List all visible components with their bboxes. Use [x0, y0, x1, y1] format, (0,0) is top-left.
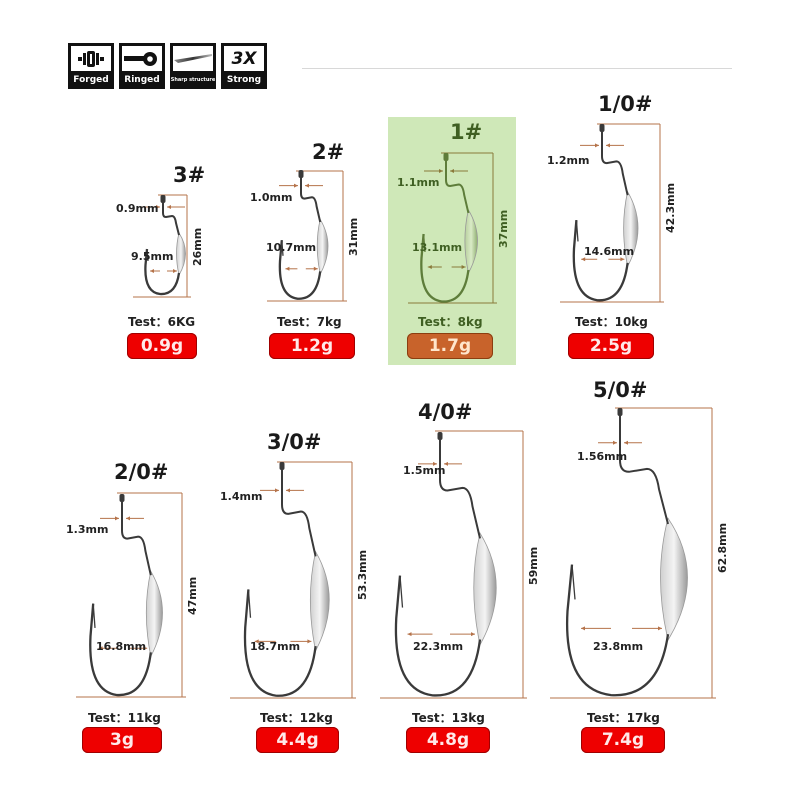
test-strength-label: Test：6KG: [128, 315, 196, 329]
dimension-lines: [380, 430, 527, 699]
badge-sharp-structure: Sharp structure: [170, 43, 216, 89]
test-strength-label: Test：8kg: [418, 315, 483, 329]
test-strength-label: Test：11kg: [88, 711, 161, 725]
gap-width-label: 23.8mm: [593, 640, 644, 653]
gap-width-label: 22.3mm: [413, 640, 464, 653]
weight-badge: 4.4g: [256, 727, 339, 753]
badge-label: Forged: [73, 75, 109, 85]
badge-ringed: Ringed: [119, 43, 165, 89]
forged-icon: [78, 50, 104, 67]
wire-diameter-label: 1.5mm: [403, 464, 446, 477]
gap-width-label: 18.7mm: [250, 640, 301, 653]
feature-badges: Forged Ringed Sharp structure 3X Strong: [68, 43, 267, 89]
weight-body: [660, 517, 688, 642]
gap-width-label: 16.8mm: [96, 640, 147, 653]
wire-diameter-label: 1.2mm: [547, 154, 590, 167]
weight-badge: 4.8g: [406, 727, 490, 753]
ringed-icon: [124, 51, 157, 66]
wire-diameter-label: 1.56mm: [577, 450, 628, 463]
hook-size-label: 4/0#: [418, 400, 473, 424]
weight-badge: 2.5g: [568, 333, 654, 359]
badge-label: Sharp structure: [170, 77, 216, 83]
hook-size-label: 2#: [312, 140, 345, 164]
hook-size-label: 2/0#: [114, 460, 169, 484]
dimension-lines: [267, 170, 347, 302]
hook-size-label: 3#: [173, 163, 206, 187]
hook-size-label: 1/0#: [598, 92, 653, 116]
dimension-lines: [560, 123, 664, 303]
gap-width-label: 10.7mm: [266, 241, 317, 254]
dimension-lines: [408, 152, 497, 304]
test-strength-label: Test：7kg: [277, 315, 342, 329]
wire-diameter-label: 1.0mm: [250, 191, 293, 204]
badge-label: Ringed: [124, 75, 160, 85]
badge-forged: Forged: [68, 43, 114, 89]
gap-width-label: 9.5mm: [131, 250, 174, 263]
strong-3x-icon: 3X: [231, 48, 257, 69]
highlight-panel: [388, 117, 516, 365]
weight-badge: 1.7g: [407, 333, 493, 359]
hook-size-label: 5/0#: [593, 378, 648, 402]
gap-width-label: 14.6mm: [584, 245, 635, 258]
wire-diameter-label: 1.3mm: [66, 523, 109, 536]
badge-strong: 3X Strong: [221, 43, 267, 89]
weight-badge: 1.2g: [269, 333, 355, 359]
wire-diameter-label: 1.4mm: [220, 490, 263, 503]
weight-badge: 0.9g: [127, 333, 197, 359]
test-strength-label: Test：10kg: [575, 315, 648, 329]
hook-size-label: 1#: [450, 120, 483, 144]
wire-diameter-label: 1.1mm: [397, 176, 440, 189]
header-divider: [302, 68, 732, 69]
dimension-lines: [550, 407, 716, 699]
dimension-lines: [133, 194, 191, 298]
weight-badge: 3g: [82, 727, 162, 753]
wire-diameter-label: 0.9mm: [116, 202, 159, 215]
test-strength-label: Test：12kg: [260, 711, 333, 725]
test-strength-label: Test：17kg: [587, 711, 660, 725]
weight-badge: 7.4g: [581, 727, 665, 753]
dimension-lines: [230, 461, 356, 699]
hook-size-label: 3/0#: [267, 430, 322, 454]
length-label: 62.8mm: [716, 522, 729, 573]
dimension-lines: [76, 492, 186, 698]
gap-width-label: 13.1mm: [412, 241, 463, 254]
test-strength-label: Test：13kg: [412, 711, 485, 725]
badge-label: Strong: [226, 75, 262, 85]
sharp-structure-icon: [174, 53, 212, 63]
